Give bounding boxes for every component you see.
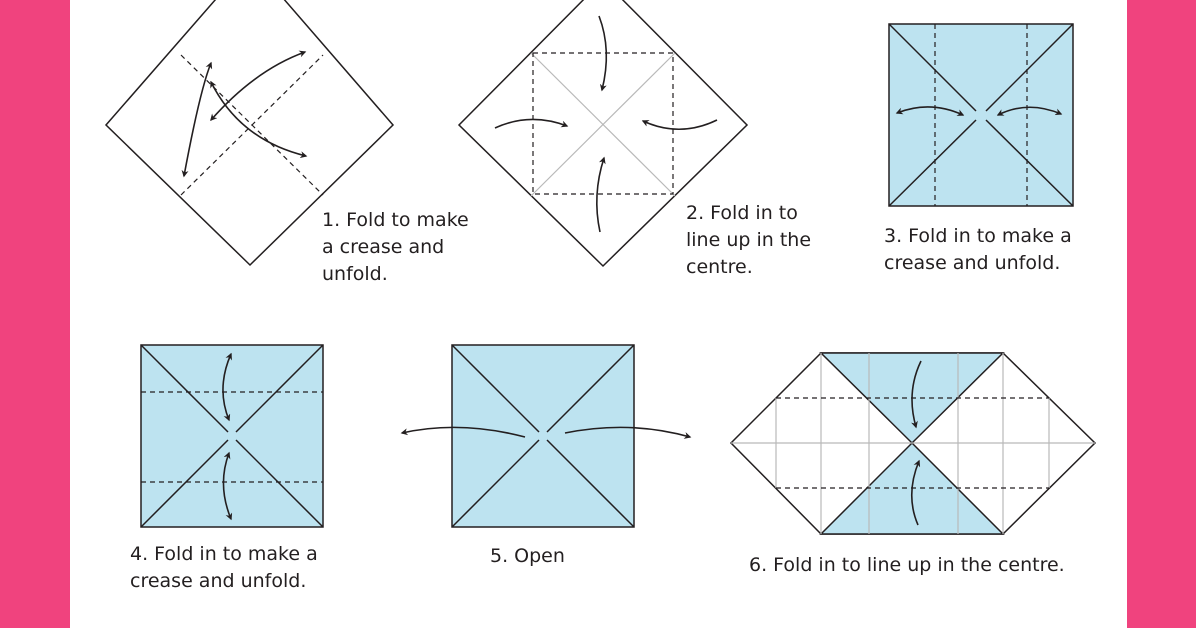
step-2-arrow	[494, 118, 569, 129]
step-5-diagonal	[546, 439, 635, 528]
step-4-diagonal	[140, 344, 229, 433]
step-5-diagonal	[546, 344, 635, 433]
step-1-caption: 1. Fold to make a crease and unfold.	[322, 207, 469, 288]
step-3-caption: 3. Fold in to make a crease and unfold.	[884, 223, 1072, 277]
step-2-caption-line: centre.	[686, 256, 753, 278]
step-6-arrow	[911, 360, 922, 429]
step-4-diagonal	[235, 439, 324, 528]
step-3-figure	[888, 23, 1074, 207]
step-3-arrow	[996, 106, 1063, 116]
step-6-caption: 6. Fold in to line up in the centre.	[749, 552, 1065, 579]
step-2-arrow	[598, 15, 608, 92]
step-2-caption: 2. Fold in to line up in the centre.	[686, 200, 811, 281]
step-4-caption: 4. Fold in to make a crease and unfold.	[130, 541, 318, 595]
step-5-arrow	[564, 426, 692, 439]
step-6-arrow	[910, 459, 921, 526]
step-5-caption: 5. Open	[490, 543, 565, 570]
step-2-caption-line: line up in the	[686, 229, 812, 251]
step-3-diagonal	[985, 23, 1074, 112]
step-4-diagonal	[140, 439, 229, 528]
step-6-figure	[729, 352, 1097, 535]
step-2-paper	[457, 0, 749, 268]
step-1-caption-line: unfold.	[322, 263, 388, 285]
step-5-arrow	[400, 426, 526, 438]
step-2-crease-square	[532, 52, 674, 195]
step-3-caption-line: 3. Fold in to make a	[884, 225, 1072, 247]
step-5-figure	[400, 344, 692, 528]
step-4-diagonal	[235, 344, 324, 433]
step-3-diagonal	[888, 23, 977, 112]
step-4-caption-line: 4. Fold in to make a	[130, 543, 318, 565]
step-4-figure	[140, 344, 324, 528]
step-4-arrow	[222, 352, 232, 422]
step-2-figure	[457, 0, 749, 268]
step-3-diagonal	[985, 119, 1074, 207]
step-4-arrow	[222, 451, 233, 521]
step-2-arrow	[641, 119, 718, 130]
step-1-caption-line: a crease and	[322, 236, 445, 258]
step-3-arrow	[895, 106, 965, 116]
step-6-caption-line: 6. Fold in to line up in the centre.	[749, 554, 1065, 576]
step-5-caption-line: 5. Open	[490, 545, 565, 567]
pink-border-right	[1127, 0, 1196, 628]
step-5-diagonal	[451, 439, 540, 528]
step-3-caption-line: crease and unfold.	[884, 252, 1061, 274]
step-1-arrow	[210, 80, 308, 159]
step-4-caption-line: crease and unfold.	[130, 570, 307, 592]
step-2-arrow	[596, 156, 606, 233]
step-1-caption-line: 1. Fold to make	[322, 209, 469, 231]
step-1-arrow	[181, 61, 213, 178]
step-3-diagonal	[888, 119, 977, 207]
step-2-caption-line: 2. Fold in to	[686, 202, 798, 224]
pink-border-left	[0, 0, 70, 628]
step-2-crease	[530, 52, 676, 197]
step-5-diagonal	[451, 344, 540, 433]
step-1-figure	[104, 0, 395, 267]
